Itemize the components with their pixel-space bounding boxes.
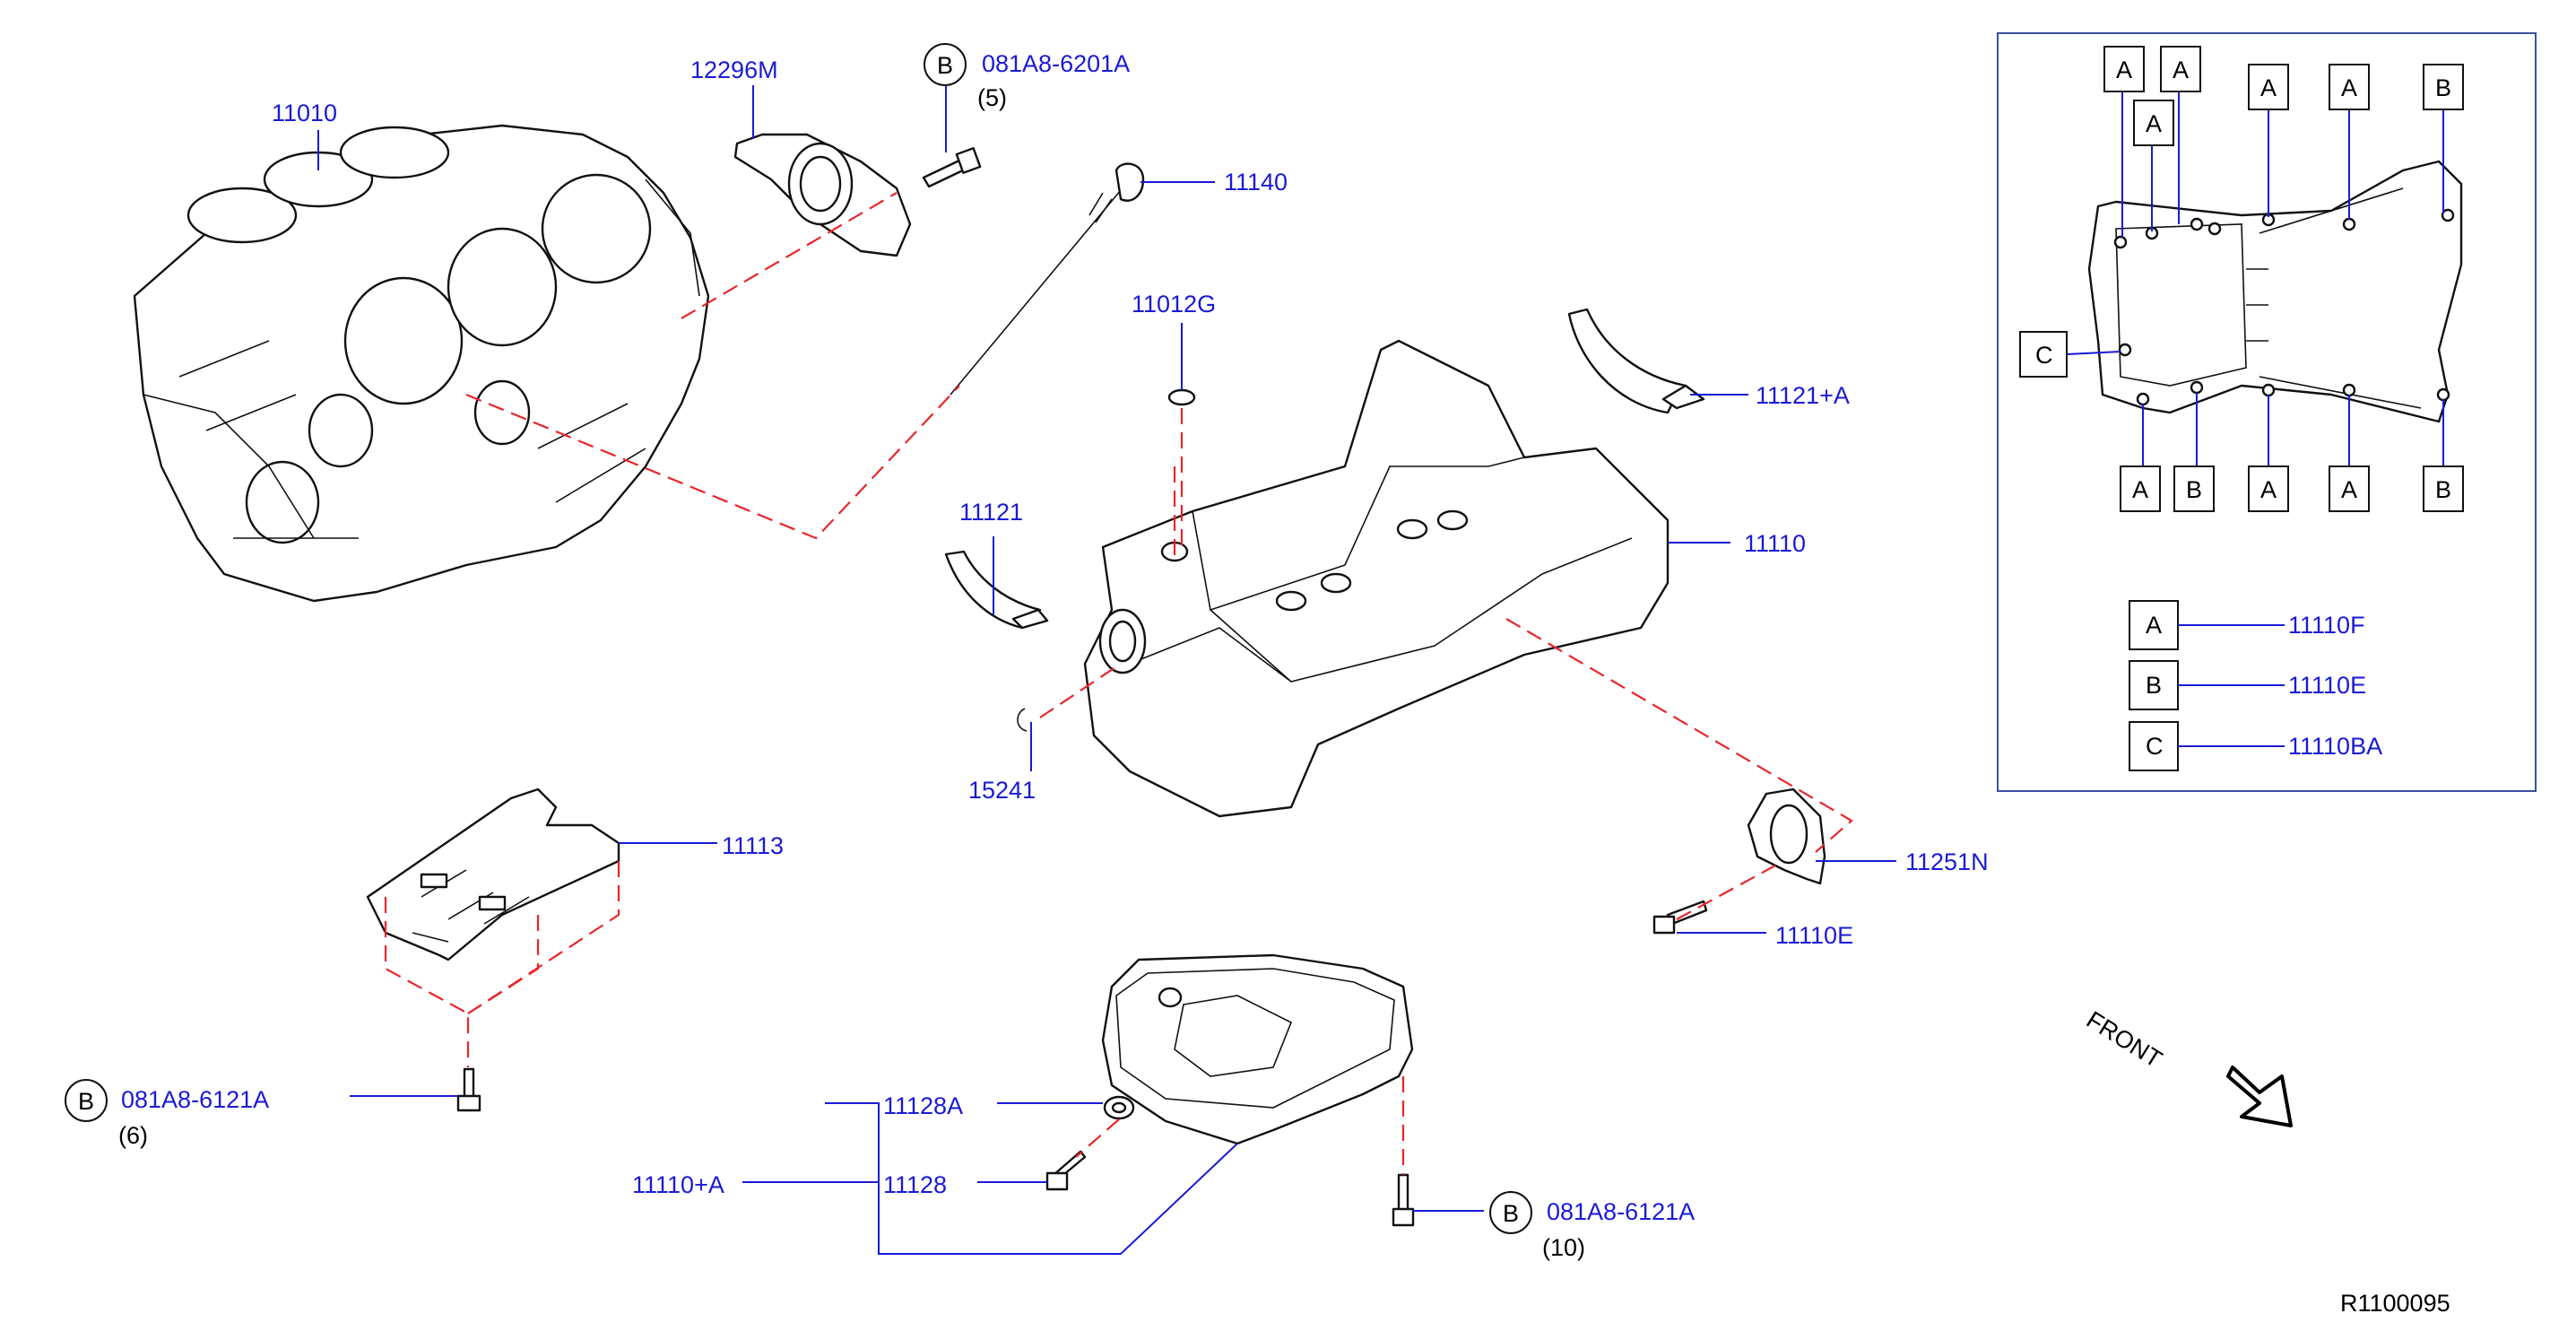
- callout-b-circle-top: [924, 43, 967, 86]
- label-11012G: 11012G: [1132, 291, 1216, 318]
- qty-10: (10): [1542, 1234, 1585, 1261]
- drain-plug-washer-hole: [1111, 1101, 1127, 1114]
- inset-callout-a-8: A: [2341, 476, 2357, 503]
- inset-callout-a-3: A: [2146, 110, 2162, 137]
- label-11251N: 11251N: [1905, 848, 1989, 875]
- baffle-plate-lower[interactable]: [366, 787, 620, 961]
- seal-retainer[interactable]: [733, 133, 912, 257]
- cylinder-block[interactable]: [133, 124, 710, 603]
- inset-callout-a-1: A: [2116, 57, 2132, 83]
- front-label: FRONT: [2082, 1006, 2167, 1074]
- o-ring[interactable]: [1167, 388, 1196, 406]
- diagram-id: R1100095: [2340, 1290, 2450, 1317]
- label-081A8-6121A-bottom: 081A8-6121A: [1547, 1198, 1695, 1225]
- label-081A8-6201A: 081A8-6201A: [982, 50, 1130, 77]
- qty-6: (6): [118, 1122, 148, 1149]
- label-11128: 11128: [883, 1171, 947, 1198]
- label-11121-A: 11121+A: [1756, 382, 1850, 409]
- oil-pan-lower[interactable]: [1101, 953, 1414, 1145]
- callout-b-bottom: B: [1503, 1200, 1519, 1227]
- oil-pan-upper[interactable]: [1083, 339, 1670, 818]
- qty-5: (5): [977, 84, 1007, 111]
- callout-b-circle-left: [65, 1079, 108, 1122]
- callout-b-circle-bottom: [1489, 1191, 1532, 1234]
- legend-letter-c: C: [2146, 733, 2164, 760]
- bolt-oil-pan[interactable]: [1392, 1173, 1415, 1227]
- inset-callout-a-7: A: [2260, 476, 2277, 503]
- seal-housing[interactable]: [1747, 787, 1826, 885]
- inset-callout-b-1: B: [2435, 74, 2451, 101]
- inset-panel: A A A A A B C A B A A B A 11110F B 11110…: [1997, 32, 2537, 792]
- inset-callout-a-4: A: [2260, 74, 2277, 101]
- callout-b-top: B: [937, 52, 953, 79]
- legend-letter-a: A: [2146, 612, 2162, 639]
- label-12296M: 12296M: [690, 57, 778, 83]
- label-11121: 11121: [959, 499, 1023, 526]
- label-11010: 11010: [272, 100, 337, 126]
- bolt-baffle[interactable]: [456, 1067, 481, 1112]
- label-11113: 11113: [722, 832, 784, 859]
- baffle-plate-right[interactable]: [1567, 308, 1705, 414]
- label-11110-A: 11110+A: [632, 1171, 724, 1198]
- inset-callout-a-6: A: [2132, 476, 2148, 503]
- inset-callout-c: C: [2035, 342, 2053, 369]
- o-ring-small[interactable]: [1017, 708, 1028, 732]
- assembly-lines: [384, 192, 1853, 1175]
- legend-letter-b: B: [2146, 672, 2162, 699]
- legend-part-11110F: 11110F: [2288, 612, 2365, 639]
- bolt-top[interactable]: [922, 147, 982, 188]
- inset-callout-b-2: B: [2186, 476, 2202, 503]
- legend-part-11110BA: 11110BA: [2288, 733, 2382, 760]
- label-11110E: 11110E: [1775, 922, 1853, 949]
- baffle-plate-left[interactable]: [944, 550, 1049, 630]
- label-15241: 15241: [968, 777, 1036, 804]
- inset-callout-a-5: A: [2341, 74, 2357, 101]
- label-11128A: 11128A: [883, 1092, 963, 1119]
- front-arrow-icon: [2226, 1066, 2293, 1127]
- label-081A8-6121A-left: 081A8-6121A: [121, 1086, 269, 1113]
- label-11140: 11140: [1224, 169, 1288, 196]
- legend-part-11110E: 11110E: [2288, 672, 2366, 699]
- inset-callout-a-2: A: [2173, 57, 2189, 83]
- inset-callout-b-3: B: [2435, 476, 2451, 503]
- callout-b-left: B: [78, 1088, 94, 1115]
- drain-plug[interactable]: [1045, 1150, 1087, 1191]
- label-11110: 11110: [1744, 530, 1806, 557]
- oil-level-gauge[interactable]: [950, 162, 1145, 396]
- leader-lines: [317, 85, 1896, 1255]
